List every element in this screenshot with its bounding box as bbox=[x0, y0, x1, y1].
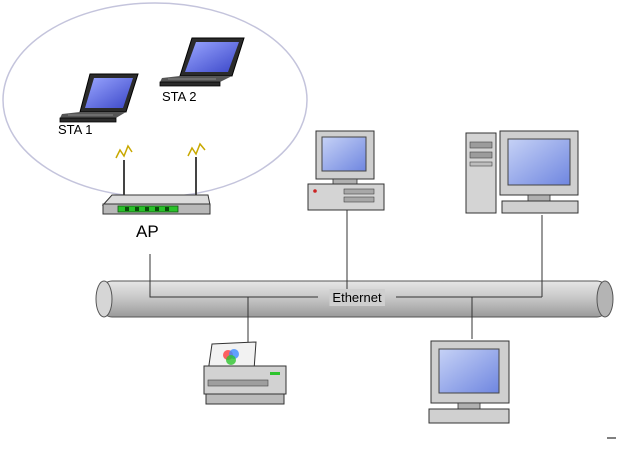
ethernet-label: Ethernet bbox=[332, 290, 382, 305]
laptop-icon bbox=[60, 74, 138, 122]
tower-computer-icon bbox=[466, 131, 578, 213]
printer-icon bbox=[204, 342, 286, 404]
connection-lines bbox=[150, 210, 542, 346]
sta1-label: STA 1 bbox=[58, 122, 92, 137]
wireless-coverage-zone bbox=[3, 3, 307, 197]
laptop-icon bbox=[160, 38, 244, 86]
desktop-computer-icon bbox=[308, 131, 384, 210]
sta2-label: STA 2 bbox=[162, 89, 196, 104]
computer-terminal-icon bbox=[429, 341, 509, 423]
ap-label: AP bbox=[136, 222, 159, 241]
wireless-access-point-icon bbox=[103, 144, 210, 214]
